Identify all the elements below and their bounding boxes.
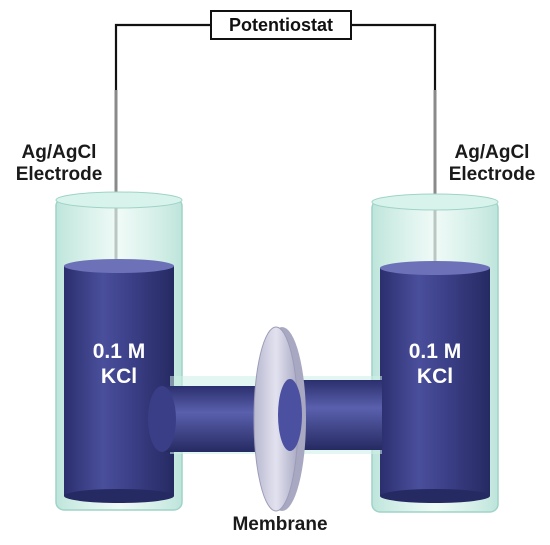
electrode-label-right: Ag/AgCl Electrode [437, 142, 547, 187]
membrane-label-text: Membrane [232, 514, 328, 535]
right-electrolyte-bottom [380, 489, 490, 503]
right-compartment [371, 193, 499, 513]
membrane-hub [278, 379, 302, 451]
electrode-right-line1: Ag/AgCl [454, 142, 530, 163]
right-electrolyte-top [380, 261, 490, 275]
solution-label-left: 0.1 M KCl [64, 340, 174, 390]
left-electrolyte-bottom [64, 489, 174, 503]
left-glass-rim [55, 191, 183, 209]
bridge-left-arm [160, 386, 270, 452]
solution-label-right: 0.1 M KCl [380, 340, 490, 390]
electrode-label-left: Ag/AgCl Electrode [4, 142, 114, 187]
right-glass-rim [371, 193, 499, 211]
potentiostat-box: Potentiostat [210, 10, 352, 40]
solution-right-line2: KCl [416, 364, 454, 388]
right-electrolyte [380, 268, 490, 496]
solution-left-line1: 0.1 M [92, 340, 146, 363]
left-electrolyte-top [64, 259, 174, 273]
left-electrolyte [64, 266, 174, 496]
electrode-left-line2: Electrode [15, 164, 103, 186]
potentiostat-label: Potentiostat [228, 14, 333, 35]
electrode-left-line1: Ag/AgCl [21, 142, 97, 163]
solution-left-line2: KCl [100, 364, 138, 388]
membrane-label: Membrane [200, 514, 360, 536]
electrode-right-line2: Electrode [448, 164, 536, 186]
membrane-disc [253, 326, 306, 512]
bridge-left-arm-end [148, 386, 176, 452]
solution-right-line1: 0.1 M [408, 340, 462, 363]
